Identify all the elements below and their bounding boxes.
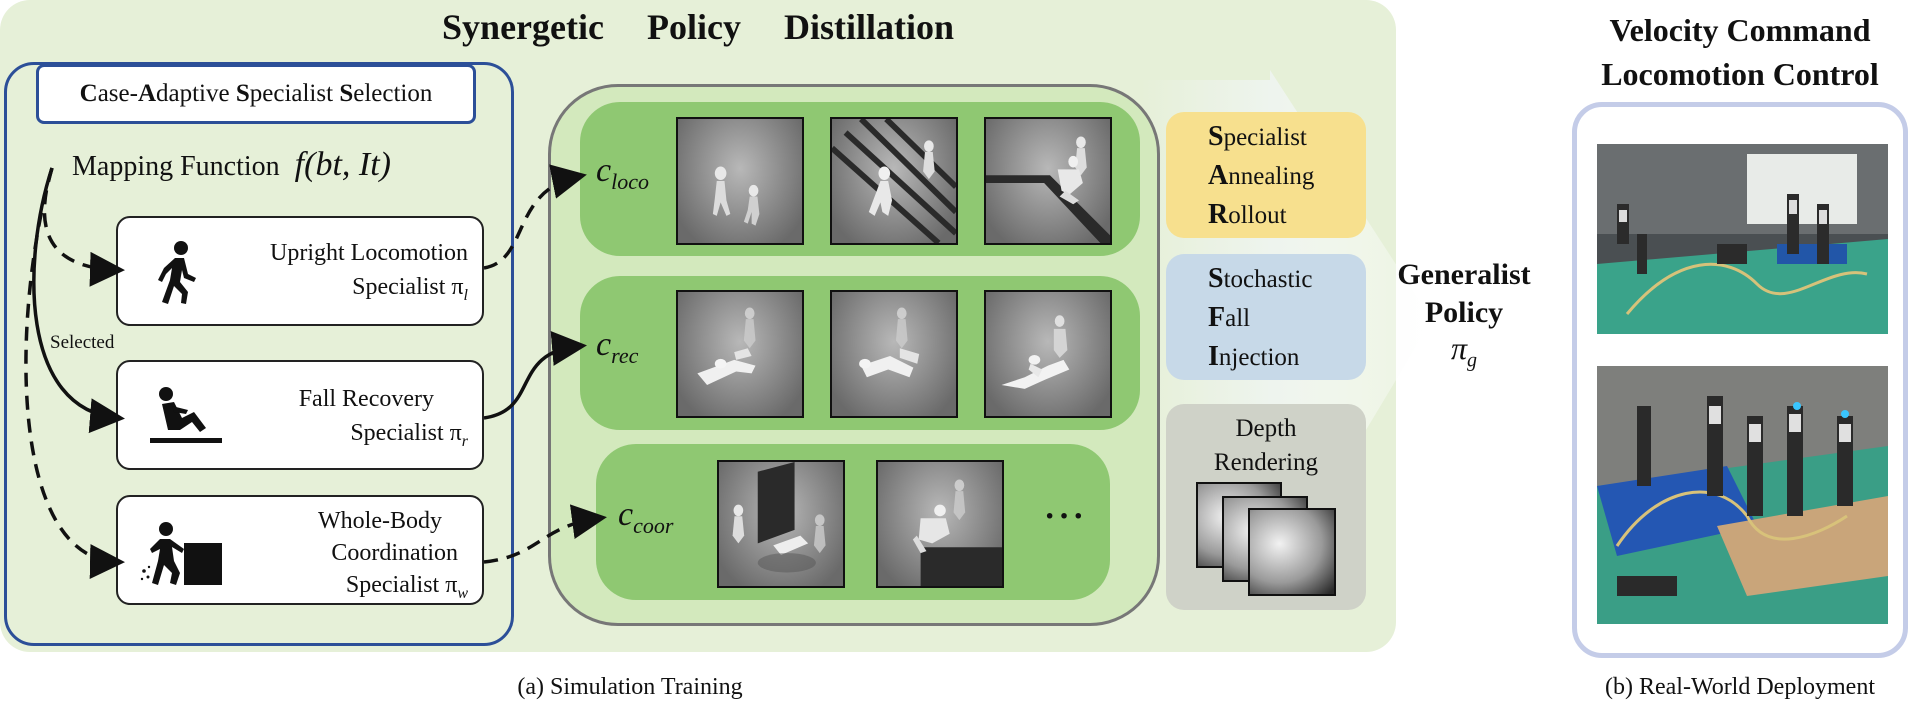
case-base: c: [596, 326, 612, 363]
sar-rest: nnealing: [1228, 163, 1315, 190]
title-part: C: [79, 80, 98, 107]
title-part: A: [137, 80, 156, 107]
sim-thumbnail: [830, 117, 958, 245]
fall-recovery-specialist: Fall Recovery Specialist πr: [116, 360, 484, 470]
case-base: c: [596, 152, 612, 189]
generalist-line1: Generalist: [1397, 258, 1531, 291]
deployment-title: Velocity Command Locomotion Control: [1560, 8, 1920, 96]
depth-line2: Rendering: [1213, 449, 1319, 476]
real-world-photo: [1597, 144, 1888, 334]
walking-person-icon: [158, 241, 196, 304]
main-title: Synergetic Policy Distillation: [442, 7, 954, 47]
title-part: ase-: [97, 80, 138, 107]
generalist-policy-symbol: πg: [1364, 330, 1564, 372]
case-label-coor: ccoor: [618, 496, 673, 539]
whole-body-coordination-specialist: Whole-Body Coordination Specialist πw: [116, 495, 484, 605]
title-part: pecialist: [249, 80, 340, 107]
depth-image: [1248, 508, 1336, 596]
sfi-initial: I: [1208, 341, 1219, 372]
pi-sub: g: [1467, 349, 1478, 372]
case-label-loco: cloco: [596, 152, 649, 195]
real-world-photo: [1597, 366, 1888, 624]
stochastic-fall-injection-box: Stochastic Fall Injection: [1166, 254, 1366, 380]
case-sub: rec: [611, 342, 639, 368]
depth-line1: Depth: [1235, 415, 1297, 442]
mapping-formula: f(bt, It): [294, 146, 391, 183]
selected-label: Selected: [50, 332, 115, 353]
case-selection-title: Case-Adaptive Specialist Selection: [36, 64, 476, 124]
specialist-annealing-rollout-box: Specialist Annealing Rollout: [1166, 112, 1366, 238]
sim-thumbnail: [676, 290, 804, 418]
sfi-initial: S: [1208, 263, 1224, 294]
sim-thumbnail: [984, 290, 1112, 418]
title-part: S: [235, 80, 250, 107]
sfi-initial: F: [1208, 302, 1226, 333]
caption-simulation: (a) Simulation Training: [517, 674, 743, 700]
generalist-line2: Policy: [1424, 296, 1504, 329]
sim-thumbnail: [830, 290, 958, 418]
sfi-rest: all: [1225, 305, 1251, 332]
sar-initial: R: [1208, 199, 1229, 230]
sim-thumbnail: [717, 460, 845, 588]
title-part: daptive: [156, 80, 236, 107]
specialist-sub: w: [457, 584, 468, 602]
case-sub: coor: [633, 512, 674, 538]
mapping-function: Mapping Function f(bt, It): [72, 146, 391, 184]
specialist-line2: Specialist π: [352, 274, 464, 300]
deployment-title-line1: Velocity Command: [1609, 12, 1871, 48]
sim-thumbnail: [676, 117, 804, 245]
specialist-sub: r: [461, 432, 468, 450]
case-label-rec: crec: [596, 326, 638, 369]
upright-locomotion-specialist: Upright Locomotion Specialist πl: [116, 216, 484, 326]
sim-thumbnail: [984, 117, 1112, 245]
sar-initial: S: [1208, 121, 1224, 152]
sar-rest: pecialist: [1223, 124, 1307, 151]
sfi-rest: njection: [1218, 344, 1300, 371]
pi-symbol: π: [1450, 330, 1468, 366]
case-row-coor: [596, 444, 1110, 600]
title-part: election: [353, 80, 433, 107]
case-base: c: [618, 496, 634, 533]
depth-rendering-label: Depth Rendering: [1166, 412, 1366, 480]
mapping-label: Mapping Function: [72, 151, 280, 182]
sfi-rest: tochastic: [1223, 266, 1313, 293]
deployment-title-line2: Locomotion Control: [1601, 56, 1879, 92]
generalist-policy-label: Generalist Policy: [1364, 256, 1564, 332]
pushing-box-icon: [140, 522, 222, 585]
title-part: S: [339, 80, 354, 107]
specialist-sub: l: [463, 286, 468, 304]
specialist-line2: Coordination: [331, 540, 458, 566]
specialist-line1: Upright Locomotion: [270, 240, 468, 266]
specialist-line1: Fall Recovery: [298, 386, 434, 412]
sim-thumbnail: [876, 460, 1004, 588]
more-cases-ellipsis: ···: [1044, 498, 1088, 535]
specialist-line3: Specialist π: [345, 572, 458, 598]
case-sub: loco: [611, 168, 649, 194]
sar-rest: ollout: [1228, 202, 1287, 229]
sitting-person-icon: [150, 387, 222, 443]
sar-initial: A: [1208, 160, 1229, 191]
specialist-line1: Whole-Body: [318, 508, 442, 534]
caption-real-world: (b) Real-World Deployment: [1605, 674, 1875, 700]
specialist-line2: Specialist π: [350, 420, 462, 446]
